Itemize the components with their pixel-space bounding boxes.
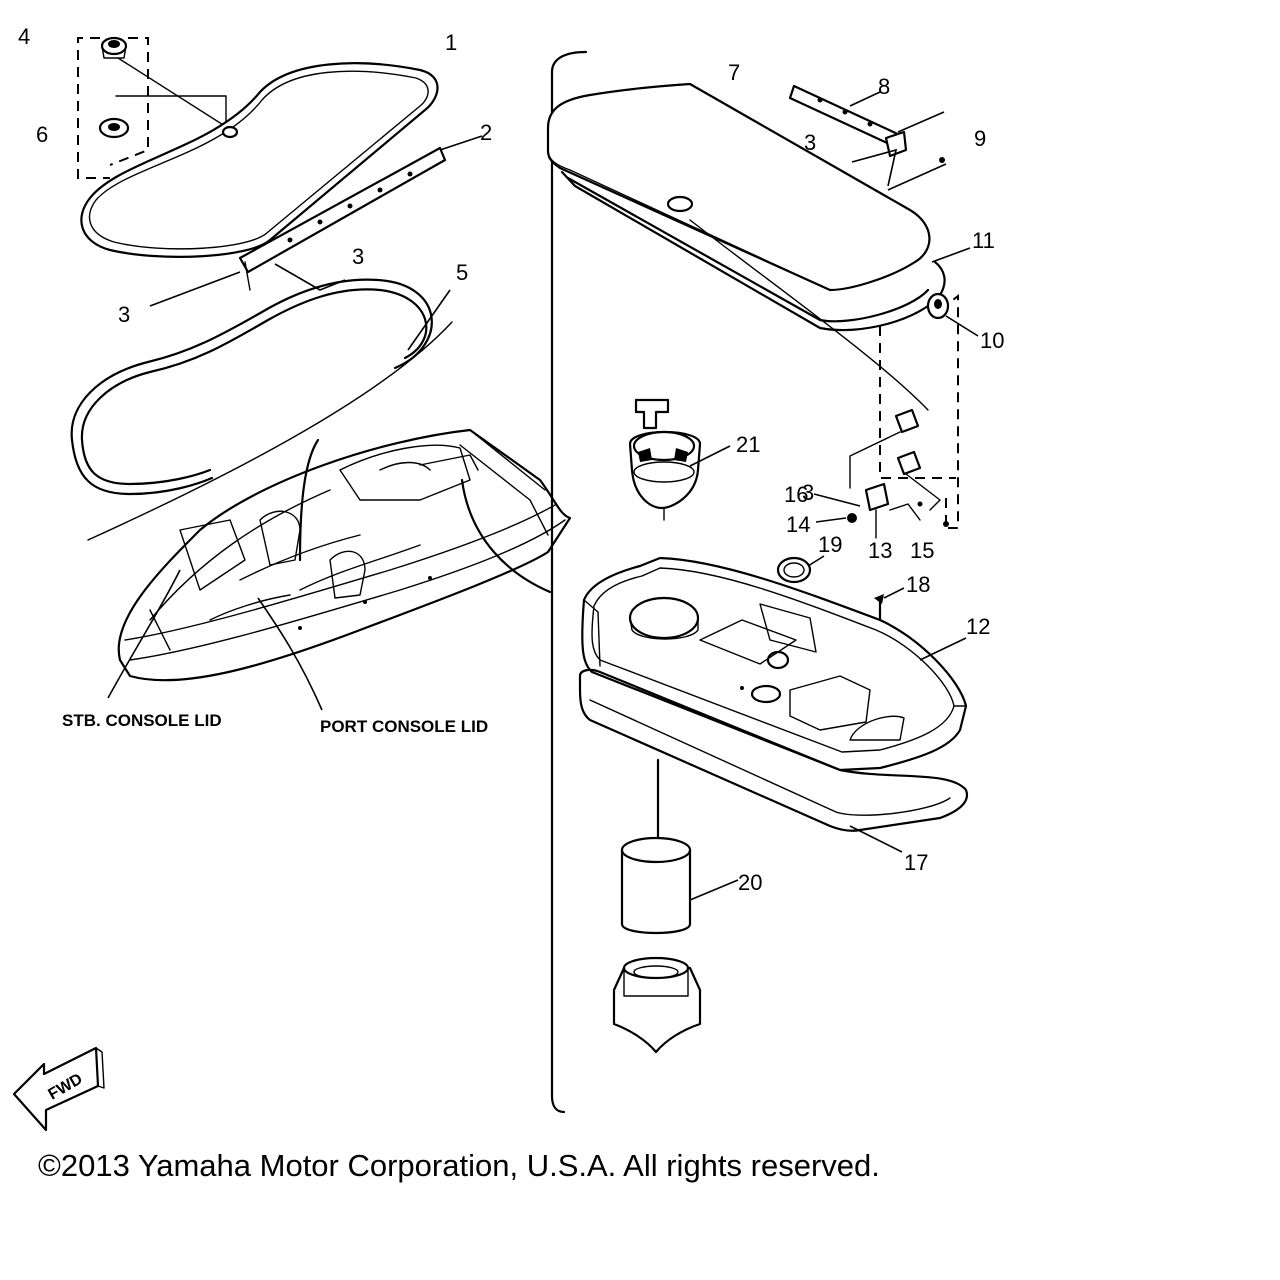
- part-number-label: 6: [36, 122, 48, 147]
- lock-latch: [847, 408, 923, 523]
- port-console-lid-label: PORT CONSOLE LID: [320, 717, 488, 736]
- part-5-seal: [70, 278, 433, 496]
- part-number-label: 8: [878, 74, 890, 99]
- part-6-grommet: [98, 117, 130, 139]
- part-number-label: 4: [18, 24, 30, 49]
- part-number-label: 5: [456, 260, 468, 285]
- boat-illustration: [117, 428, 572, 682]
- part-7-lid: [546, 82, 931, 292]
- part-19-ring: [776, 556, 812, 584]
- part-2-hinge: [238, 146, 447, 291]
- fwd-arrow-icon: FWD: [12, 1046, 105, 1132]
- part-number-label: 3: [352, 244, 364, 269]
- part-number-label: 14: [786, 512, 810, 537]
- group-bracket: [550, 50, 588, 1114]
- part-number-label: 7: [728, 60, 740, 85]
- part-number-label: 18: [906, 572, 930, 597]
- stb-console-lid-label: STB. CONSOLE LID: [62, 711, 222, 730]
- part-number-label: 20: [738, 870, 762, 895]
- part-number-label: 12: [966, 614, 990, 639]
- part-number-label: 9: [974, 126, 986, 151]
- part-21-fitting: [628, 398, 702, 521]
- part-10-lock: [926, 292, 950, 320]
- part-number-label: 19: [818, 532, 842, 557]
- part-number-label: 11: [972, 228, 995, 253]
- copyright-notice: ©2013 Yamaha Motor Corporation, U.S.A. A…: [38, 1148, 880, 1183]
- part-number-label: 2: [480, 120, 492, 145]
- part-4-knob: [100, 36, 128, 59]
- part-number-label: 3: [802, 480, 814, 505]
- part-20-filter: [620, 836, 692, 935]
- part-1-lid: [80, 62, 439, 258]
- part-9-screw: [939, 157, 945, 163]
- part-number-label: 10: [980, 328, 1004, 353]
- part-number-label: 3: [118, 302, 130, 327]
- part-number-label: 13: [868, 538, 892, 563]
- part-number-label: 21: [736, 432, 760, 457]
- part-number-label: 16: [784, 482, 808, 507]
- knob-group-box: [77, 37, 149, 179]
- parts-diagram: FWD 1 2 3 3 3 3 4 5 6 7 8 9 10 11 12 13 …: [12, 24, 1004, 1132]
- part-number-label: 1: [445, 30, 457, 55]
- part-number-label: 15: [910, 538, 934, 563]
- part-number-label: 17: [904, 850, 928, 875]
- leader-4: [117, 57, 229, 129]
- part-number-label: 3: [804, 130, 816, 155]
- part-8-hinge: [788, 84, 908, 158]
- filter-adapter: [612, 956, 702, 1054]
- part-17-gasket: [578, 668, 969, 832]
